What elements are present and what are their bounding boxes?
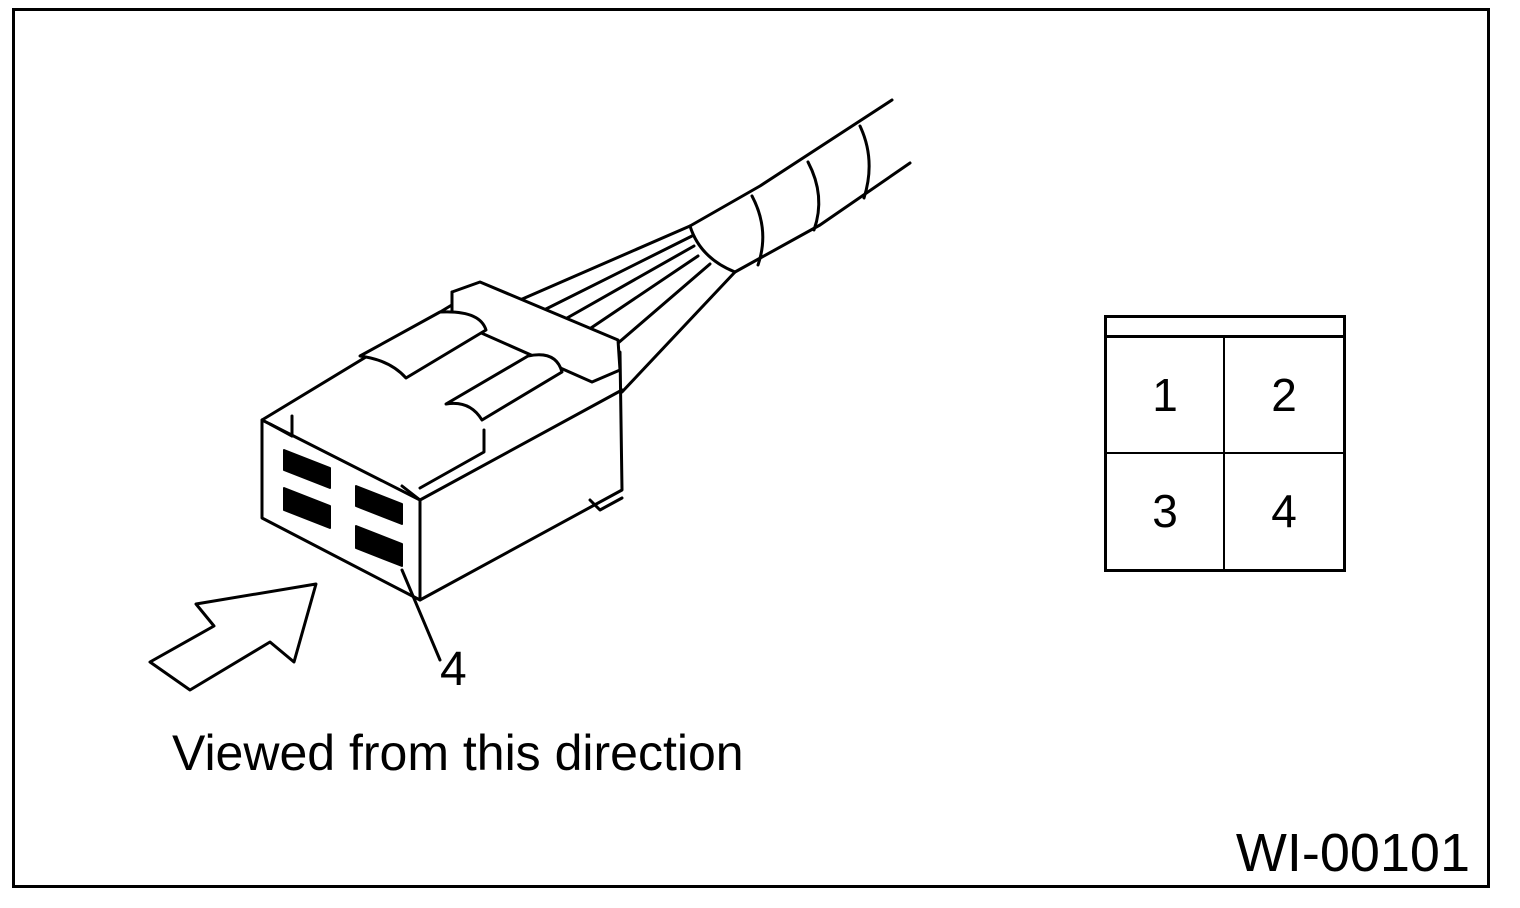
terminal-cavities: [283, 449, 403, 567]
pin-cells: 1 2 3 4: [1107, 338, 1343, 569]
figure-frame: [12, 8, 1490, 888]
cavity-4: [355, 525, 403, 567]
cavity-2: [355, 485, 403, 525]
connector-housing: [260, 280, 624, 602]
figure-id: WI-00101: [1235, 823, 1470, 883]
wires: [518, 224, 737, 394]
cavity-1: [283, 449, 331, 489]
cavity-3: [283, 487, 331, 529]
view-direction-caption: Viewed from this direction: [172, 725, 744, 781]
view-direction-arrow: [148, 582, 318, 692]
pin-cell-2: 2: [1225, 338, 1343, 454]
pin-cell-3: 3: [1107, 453, 1225, 569]
pin-cell-1: 1: [1107, 338, 1225, 454]
callout-leader: [400, 568, 442, 662]
connector-lock-bar: [1107, 318, 1343, 338]
harness-sleeve: [688, 98, 912, 274]
callout-label: 4: [440, 643, 467, 696]
pin-cell-4: 4: [1271, 485, 1297, 538]
pin-layout-diagram: 1 2 3 4: [1104, 315, 1346, 572]
